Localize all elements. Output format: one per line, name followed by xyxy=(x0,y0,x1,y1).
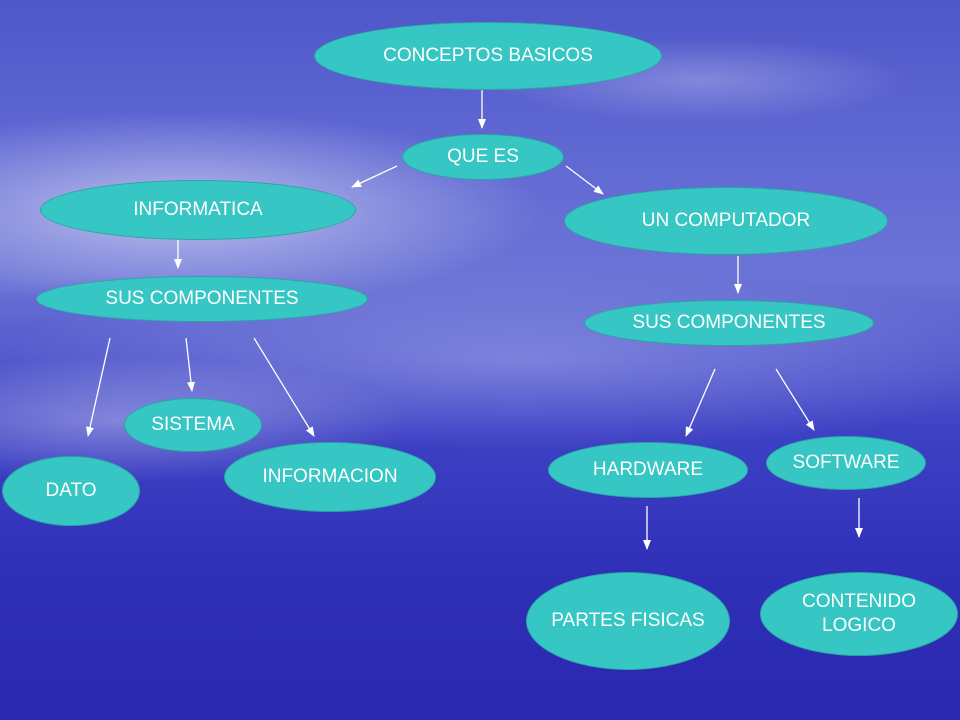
node-software: SOFTWARE xyxy=(766,436,926,490)
arrow-componentes-to-software xyxy=(775,368,815,431)
node-sistema: SISTEMA xyxy=(124,398,262,452)
node-contenido-logico: CONTENIDO LOGICO xyxy=(760,572,958,656)
arrow-que-es-to-computador xyxy=(565,165,604,195)
node-un-computador: UN COMPUTADOR xyxy=(564,187,888,255)
node-partes-fisicas: PARTES FISICAS xyxy=(526,572,730,670)
node-sus-componentes-left: SUS COMPONENTES xyxy=(36,276,368,322)
arrow-componentes-to-sistema xyxy=(185,337,195,392)
node-hardware: HARDWARE xyxy=(548,442,748,498)
node-conceptos-basicos: CONCEPTOS BASICOS xyxy=(314,22,662,90)
node-que-es: QUE ES xyxy=(402,134,564,180)
node-dato: DATO xyxy=(2,456,140,526)
arrow-componentes-to-dato xyxy=(86,337,111,437)
arrow-componentes-to-informacion xyxy=(253,337,315,437)
arrow-componentes-to-hardware xyxy=(685,368,716,437)
arrow-que-es-to-informatica xyxy=(351,165,398,188)
node-informatica: INFORMATICA xyxy=(40,180,356,240)
node-sus-componentes-right: SUS COMPONENTES xyxy=(584,300,874,346)
node-informacion: INFORMACION xyxy=(224,442,436,512)
